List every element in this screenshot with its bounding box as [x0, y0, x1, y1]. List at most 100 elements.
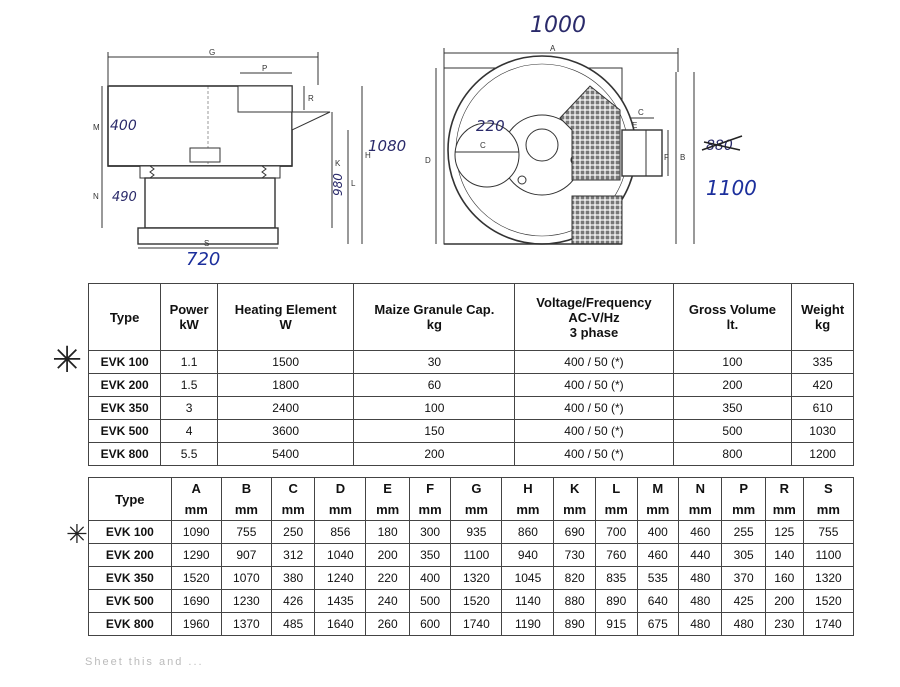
- plan-view-dimension-letters: A C D F B C E: [425, 44, 685, 165]
- dim-col-k: K: [553, 477, 596, 499]
- spec-cell: 5400: [216, 442, 355, 466]
- dimension-cell: 1040: [314, 543, 367, 567]
- note-top-width: 1000: [530, 13, 586, 38]
- spec-cell: 1030: [791, 419, 854, 443]
- dimension-cell: 480: [678, 566, 723, 590]
- unit-label: mm: [220, 499, 272, 521]
- spec-cell: 400 / 50 (*): [514, 373, 674, 397]
- dimension-cell: 485: [270, 612, 316, 636]
- dimension-cell: 1960: [170, 612, 222, 636]
- dimension-cell: 440: [678, 543, 723, 567]
- dimension-cell: 860: [501, 520, 555, 544]
- dimension-cell: 1520: [802, 589, 855, 613]
- spec-cell: 400 / 50 (*): [514, 442, 674, 466]
- note-m-value: 400: [110, 118, 137, 134]
- model-type-cell: EVK 100: [88, 520, 172, 544]
- dimension-cell: 915: [594, 612, 638, 636]
- dimension-cell: 675: [636, 612, 680, 636]
- dimension-cell: 1740: [802, 612, 855, 636]
- dimension-cell: 856: [314, 520, 367, 544]
- spec-cell: 30: [353, 350, 516, 374]
- dimension-cell: 425: [721, 589, 766, 613]
- dimension-cell: 1240: [314, 566, 367, 590]
- dim-col-a: A: [170, 477, 222, 499]
- spec-cell: 2400: [216, 396, 355, 420]
- spec-cell: 100: [353, 396, 516, 420]
- spec-cell: 150: [353, 419, 516, 443]
- svg-text:S: S: [204, 239, 209, 248]
- dimension-cell: 460: [678, 520, 723, 544]
- dimension-cell: 1230: [220, 589, 272, 613]
- dimension-cell: 1740: [450, 612, 503, 636]
- dimension-cell: 305: [721, 543, 766, 567]
- dimension-cell: 640: [636, 589, 680, 613]
- model-type-cell: EVK 200: [87, 373, 162, 397]
- unit-label: mm: [553, 499, 596, 521]
- svg-text:E: E: [632, 121, 637, 130]
- dimension-cell: 370: [721, 566, 766, 590]
- dim-col-l: L: [594, 477, 638, 499]
- footer-faint-text: Sheet this and ...: [85, 656, 204, 668]
- model-type-cell: EVK 500: [88, 589, 172, 613]
- dimension-cell: 600: [408, 612, 452, 636]
- dim-col-f: F: [408, 477, 452, 499]
- dimension-cell: 880: [553, 589, 596, 613]
- asterisk-mark-icon: ✳: [66, 520, 88, 550]
- svg-text:K: K: [335, 159, 341, 168]
- svg-text:C: C: [638, 108, 644, 117]
- dimension-cell: 312: [270, 543, 316, 567]
- dimension-cell: 730: [553, 543, 596, 567]
- dimension-cell: 125: [764, 520, 804, 544]
- spec-cell: 1200: [791, 442, 854, 466]
- svg-text:C: C: [480, 141, 486, 150]
- asterisk-mark-icon: ✳: [52, 340, 83, 381]
- dimension-cell: 380: [270, 566, 316, 590]
- spec-cell: 5.5: [160, 442, 218, 466]
- dimension-cell: 760: [594, 543, 638, 567]
- spec-cell: 60: [353, 373, 516, 397]
- dimension-cell: 350: [408, 543, 452, 567]
- dimension-cell: 255: [721, 520, 766, 544]
- dim-col-m: M: [636, 477, 680, 499]
- model-type-cell: EVK 800: [87, 442, 162, 466]
- dimension-cell: 1100: [450, 543, 503, 567]
- dimension-cell: 1690: [170, 589, 222, 613]
- unit-label: mm: [314, 499, 367, 521]
- spec-cell: 610: [791, 396, 854, 420]
- unit-label: mm: [764, 499, 804, 521]
- dim-col-type: Type: [88, 477, 172, 521]
- spec-cell: 1.1: [160, 350, 218, 374]
- note-n-value: 490: [112, 190, 137, 205]
- dimension-cell: 180: [365, 520, 410, 544]
- dimension-cell: 1140: [501, 589, 555, 613]
- dimension-cell: 400: [408, 566, 452, 590]
- spec-cell: 1800: [216, 373, 355, 397]
- dimension-cell: 1320: [450, 566, 503, 590]
- dimension-cell: 480: [678, 612, 723, 636]
- model-type-cell: EVK 350: [87, 396, 162, 420]
- dimension-cell: 480: [721, 612, 766, 636]
- unit-label: mm: [802, 499, 855, 521]
- unit-label: mm: [170, 499, 222, 521]
- dimension-cell: 535: [636, 566, 680, 590]
- svg-text:M: M: [93, 123, 100, 132]
- svg-text:R: R: [308, 94, 314, 103]
- dimension-cell: 835: [594, 566, 638, 590]
- dimension-cell: 1045: [501, 566, 555, 590]
- handwritten-notes: 1000 400 490 720 1080 980 220 880 1100: [110, 13, 757, 270]
- model-type-cell: EVK 200: [88, 543, 172, 567]
- dimension-cell: 940: [501, 543, 555, 567]
- col-maize-capacity: Maize Granule Cap.kg: [353, 283, 516, 351]
- dimension-cell: 1435: [314, 589, 367, 613]
- unit-label: mm: [450, 499, 503, 521]
- spec-cell: 400 / 50 (*): [514, 350, 674, 374]
